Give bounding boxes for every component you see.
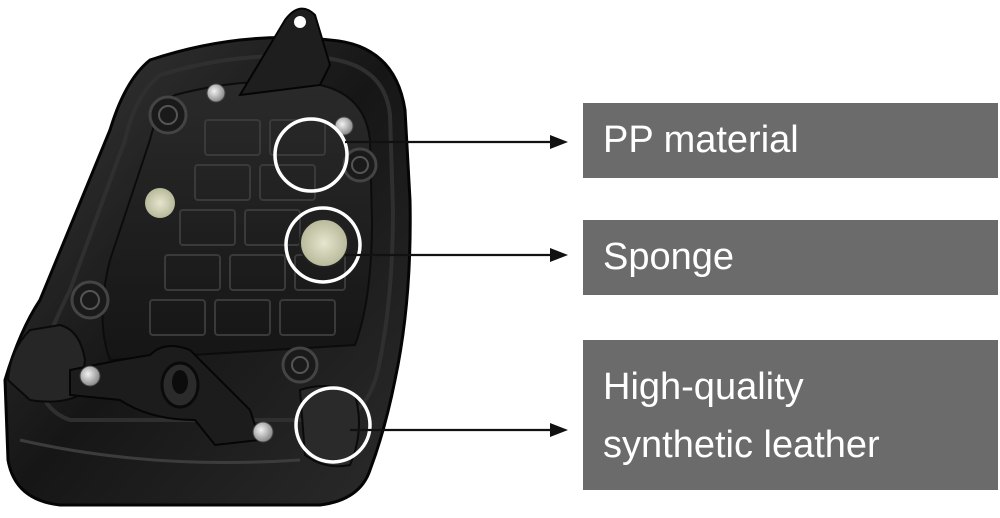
callout-pp-material: PP material xyxy=(583,103,998,178)
bolts xyxy=(79,83,354,443)
callout-leather-line-2: synthetic leather xyxy=(603,424,880,466)
rubber-dampers xyxy=(70,95,378,384)
sponge-hole-large xyxy=(299,218,349,268)
ring-pp-material xyxy=(273,117,349,193)
callout-synthetic-leather: High-quality synthetic leather xyxy=(583,340,998,490)
latch-bracket xyxy=(69,345,262,447)
callout-leather-line-1: High-quality xyxy=(603,366,804,408)
ring-sponge xyxy=(284,206,362,284)
callout-pp-material-text: PP material xyxy=(603,119,799,161)
ring-leather xyxy=(294,386,372,464)
highlight-rings xyxy=(273,117,372,464)
pp-base-plate xyxy=(101,80,374,362)
callout-sponge-text: Sponge xyxy=(603,236,735,278)
callout-sponge: Sponge xyxy=(583,220,998,295)
mounting-bracket xyxy=(238,7,332,97)
pointer-arrows xyxy=(345,135,568,437)
sponge-hole-small xyxy=(145,188,175,218)
